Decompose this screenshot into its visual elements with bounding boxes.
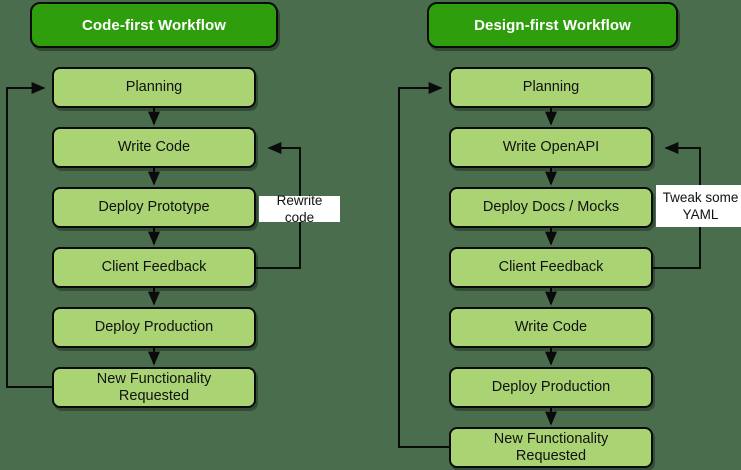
right-step-write-code-label: Write Code [514, 319, 588, 335]
right-step-deploy-production-label: Deploy Production [491, 379, 611, 395]
right-step-deploy-production[interactable]: Deploy Production [449, 367, 653, 408]
right-step-planning-label: Planning [522, 79, 580, 95]
right-step-new-functionality-label-line1: New Functionality [493, 430, 609, 447]
left-step-new-functionality[interactable]: New Functionality Requested [52, 367, 256, 408]
right-feedback-label: Tweak some YAML [656, 185, 741, 227]
right-step-planning[interactable]: Planning [449, 67, 653, 108]
left-step-new-functionality-label-line1: New Functionality [96, 370, 212, 387]
left-step-write-code[interactable]: Write Code [52, 127, 256, 168]
right-step-client-feedback[interactable]: Client Feedback [449, 247, 653, 288]
right-step-new-functionality[interactable]: New Functionality Requested [449, 427, 653, 468]
right-step-write-openapi[interactable]: Write OpenAPI [449, 127, 653, 168]
right-step-deploy-docs-mocks-label: Deploy Docs / Mocks [482, 199, 620, 215]
left-step-deploy-prototype-label: Deploy Prototype [98, 199, 210, 215]
left-step-client-feedback[interactable]: Client Feedback [52, 247, 256, 288]
right-step-new-functionality-label-line2: Requested [515, 447, 587, 464]
right-feedback-label-text-line2: YAML [682, 207, 719, 222]
left-step-write-code-label: Write Code [117, 139, 191, 155]
left-step-planning-label: Planning [125, 79, 183, 95]
right-step-write-openapi-label: Write OpenAPI [502, 139, 600, 155]
left-feedback-label-text: Rewrite code [276, 193, 323, 225]
right-step-client-feedback-label: Client Feedback [498, 259, 604, 275]
left-feedback-label: Rewrite code [259, 193, 340, 225]
left-step-client-feedback-label: Client Feedback [101, 259, 207, 275]
left-step-deploy-production[interactable]: Deploy Production [52, 307, 256, 348]
left-step-deploy-prototype[interactable]: Deploy Prototype [52, 187, 256, 228]
left-step-new-functionality-label-line2: Requested [118, 387, 190, 404]
design-first-title-text: Design-first Workflow [474, 16, 631, 34]
design-first-title-box[interactable]: Design-first Workflow [427, 2, 678, 48]
left-step-planning[interactable]: Planning [52, 67, 256, 108]
right-feedback-label-text-line1: Tweak some [662, 190, 739, 205]
right-step-deploy-docs-mocks[interactable]: Deploy Docs / Mocks [449, 187, 653, 228]
right-step-write-code[interactable]: Write Code [449, 307, 653, 348]
left-step-deploy-production-label: Deploy Production [94, 319, 214, 335]
code-first-title-box[interactable]: Code-first Workflow [30, 2, 278, 48]
code-first-title-text: Code-first Workflow [81, 16, 227, 34]
